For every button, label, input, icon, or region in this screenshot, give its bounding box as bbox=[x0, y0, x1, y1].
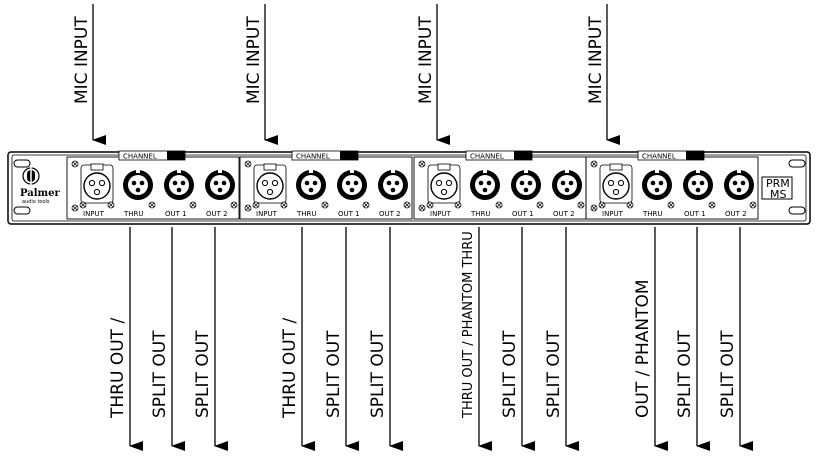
channel-indicator bbox=[167, 151, 185, 160]
output-label: SPLIT OUT bbox=[675, 330, 695, 418]
channel-3: CHANNEL INPUT THRU OUT 1 OUT 2 MIC INPUT THRU … bbox=[413, 4, 587, 451]
screw-icon bbox=[667, 201, 675, 209]
brand-name: Palmer bbox=[20, 188, 60, 199]
xlr-out2-jack bbox=[378, 169, 408, 200]
jack-label: INPUT bbox=[256, 210, 278, 218]
screw-icon bbox=[495, 201, 503, 209]
screw-icon bbox=[536, 201, 544, 209]
jack-label: OUT 2 bbox=[379, 210, 401, 218]
screw-icon bbox=[403, 201, 411, 209]
jack-label: INPUT bbox=[602, 210, 624, 218]
jack-label: OUT 2 bbox=[553, 210, 575, 218]
screw-icon bbox=[280, 201, 288, 209]
svg-text:PRM: PRM bbox=[766, 177, 790, 190]
screw-icon bbox=[252, 201, 260, 209]
channel-2: CHANNEL INPUT THRU OUT 1 OUT 2 MIC INPUT THRU … bbox=[239, 4, 413, 451]
screw-icon bbox=[79, 201, 87, 209]
jack-label: THRU bbox=[296, 210, 317, 218]
screw-icon bbox=[590, 204, 598, 212]
input-label: MIC INPUT bbox=[244, 16, 264, 104]
screw-icon bbox=[230, 201, 238, 209]
input-label: MIC INPUT bbox=[416, 16, 436, 104]
svg-text:MS: MS bbox=[770, 188, 786, 201]
screw-icon bbox=[321, 201, 329, 209]
output-label: SPLIT OUT bbox=[718, 330, 738, 418]
screw-icon bbox=[244, 204, 252, 212]
xlr-input-jack bbox=[253, 163, 287, 204]
brand-subtitle: audio tools bbox=[22, 199, 50, 205]
screw-icon bbox=[749, 201, 757, 209]
channel-indicator bbox=[514, 151, 532, 160]
xlr-thru-jack bbox=[470, 169, 500, 200]
xlr-input-jack bbox=[427, 163, 461, 204]
output-label: THRU OUT / bbox=[108, 318, 128, 419]
rack-slot-right-top bbox=[788, 159, 806, 168]
output-label: OUT / PHANTOM bbox=[633, 279, 653, 418]
channel-label: CHANNEL bbox=[296, 153, 330, 161]
screw-icon bbox=[426, 201, 434, 209]
channel-indicator bbox=[686, 151, 704, 160]
xlr-input-jack bbox=[599, 163, 633, 204]
jack-label: THRU bbox=[642, 210, 663, 218]
jack-label: OUT 2 bbox=[206, 210, 228, 218]
model-badge: PRM MS bbox=[761, 176, 793, 201]
screw-icon bbox=[708, 201, 716, 209]
output-label: SPLIT OUT bbox=[500, 330, 520, 418]
xlr-out1-jack bbox=[511, 169, 541, 200]
screw-icon bbox=[418, 204, 426, 212]
output-label: THRU OUT / PHANTOM THRU bbox=[461, 231, 476, 419]
xlr-out1-jack bbox=[164, 169, 194, 200]
rack-slot-right-bottom bbox=[788, 206, 806, 215]
screw-icon bbox=[107, 201, 115, 209]
jack-label: INPUT bbox=[83, 210, 105, 218]
xlr-out2-jack bbox=[552, 169, 582, 200]
screw-icon bbox=[362, 201, 370, 209]
jack-label: OUT 1 bbox=[165, 210, 187, 218]
xlr-input-jack bbox=[80, 163, 114, 204]
output-label: SPLIT OUT bbox=[368, 330, 388, 418]
xlr-thru-jack bbox=[296, 169, 326, 200]
jack-label: OUT 1 bbox=[338, 210, 360, 218]
channel-4: CHANNEL INPUT THRU OUT 1 OUT 2 MIC INPUT OUT /… bbox=[585, 4, 759, 451]
xlr-out1-jack bbox=[337, 169, 367, 200]
channel-1: CHANNEL INPUT THRU OUT 1 OUT 2 MIC INPUT THRU … bbox=[66, 4, 240, 451]
xlr-thru-jack bbox=[642, 169, 672, 200]
rack-slot-left-bottom bbox=[13, 206, 31, 215]
screw-icon bbox=[626, 201, 634, 209]
screw-icon bbox=[148, 201, 156, 209]
output-label: SPLIT OUT bbox=[193, 330, 213, 418]
xlr-thru-jack bbox=[123, 169, 153, 200]
screw-icon bbox=[418, 160, 426, 168]
output-label: SPLIT OUT bbox=[150, 330, 170, 418]
screw-icon bbox=[244, 160, 252, 168]
output-label: SPLIT OUT bbox=[324, 330, 344, 418]
input-label: MIC INPUT bbox=[72, 16, 92, 104]
jack-label: OUT 1 bbox=[512, 210, 534, 218]
input-label: MIC INPUT bbox=[586, 16, 606, 104]
xlr-out2-jack bbox=[205, 169, 235, 200]
jack-label: OUT 2 bbox=[725, 210, 747, 218]
output-label: SPLIT OUT bbox=[544, 330, 564, 418]
channel-label: CHANNEL bbox=[642, 153, 676, 161]
jack-label: OUT 1 bbox=[684, 210, 706, 218]
channel-label: CHANNEL bbox=[470, 153, 504, 161]
jack-label: INPUT bbox=[430, 210, 452, 218]
screw-icon bbox=[590, 160, 598, 168]
jack-label: THRU bbox=[470, 210, 491, 218]
rack-slot-left-top bbox=[13, 159, 31, 168]
screw-icon bbox=[71, 204, 79, 212]
screw-icon bbox=[454, 201, 462, 209]
palmer-logo bbox=[22, 167, 40, 185]
jack-label: THRU bbox=[123, 210, 144, 218]
output-label: THRU OUT / bbox=[280, 318, 300, 419]
channel-indicator bbox=[340, 151, 358, 160]
screw-icon bbox=[577, 201, 585, 209]
channel-label: CHANNEL bbox=[123, 153, 157, 161]
xlr-out1-jack bbox=[683, 169, 713, 200]
xlr-out2-jack bbox=[724, 169, 754, 200]
screw-icon bbox=[598, 201, 606, 209]
screw-icon bbox=[71, 160, 79, 168]
screw-icon bbox=[189, 201, 197, 209]
